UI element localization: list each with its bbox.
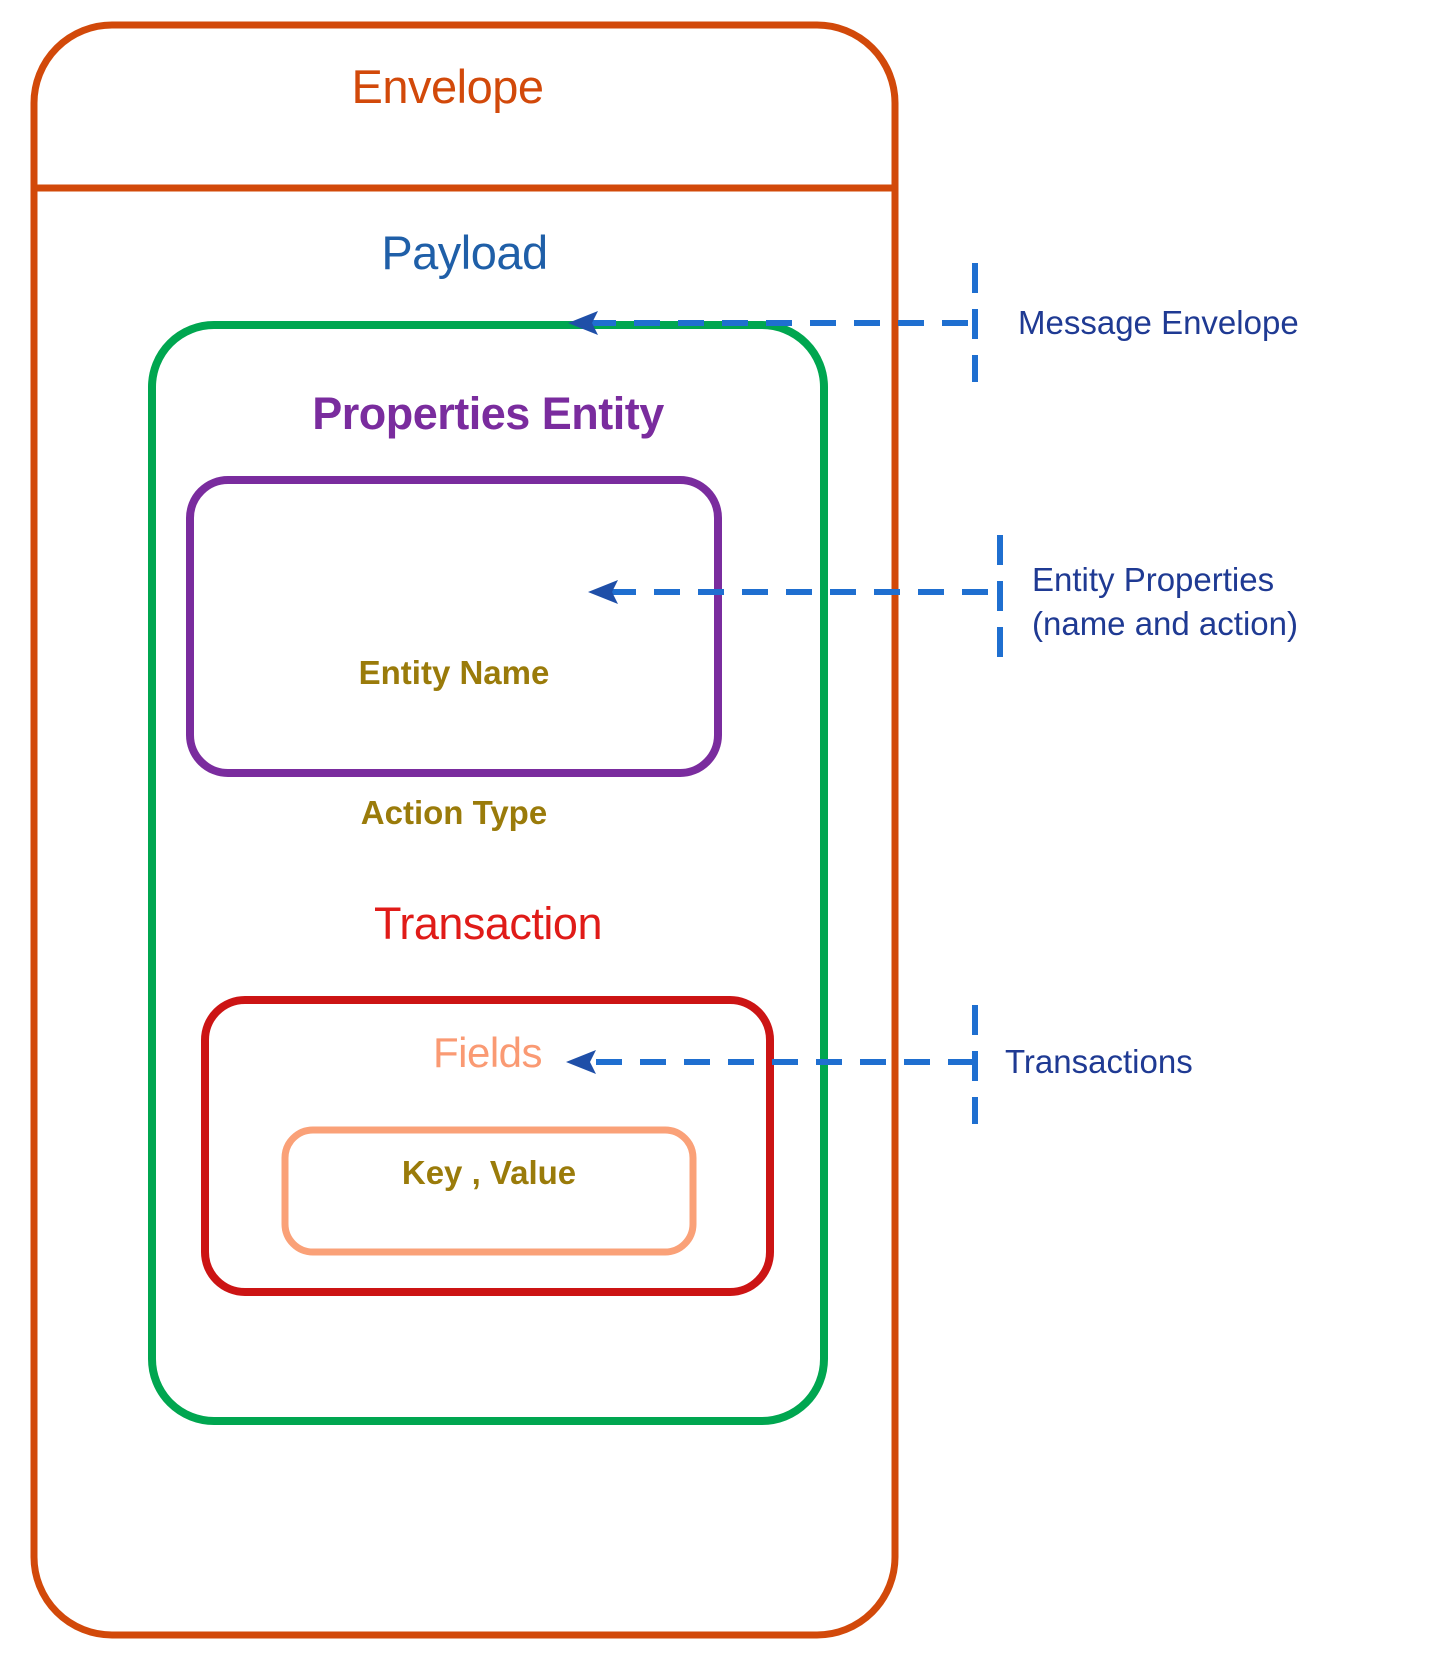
entity-name-line: Entity Name bbox=[358, 653, 550, 691]
callout-entity-properties: Entity Properties (name and action) bbox=[1032, 561, 1298, 642]
envelope-label: Envelope bbox=[351, 60, 545, 113]
payload-label: Payload bbox=[381, 226, 548, 279]
payload-box bbox=[148, 321, 828, 1425]
arrowhead-transactions bbox=[566, 1050, 596, 1074]
properties-entity-label: Properties Entity bbox=[312, 388, 664, 439]
transaction-label: Transaction bbox=[374, 898, 602, 949]
envelope-box bbox=[30, 21, 899, 1639]
entity-properties-text: Entity Name Action Type bbox=[190, 556, 718, 931]
arrowhead-entity-properties bbox=[588, 580, 618, 604]
key-value-label: Key , Value bbox=[401, 1154, 577, 1191]
transaction-box bbox=[201, 996, 774, 1296]
action-type-line: Action Type bbox=[360, 794, 548, 832]
fields-box bbox=[281, 1126, 697, 1256]
arrowhead-message-envelope bbox=[568, 311, 598, 335]
fields-label: Fields bbox=[432, 1029, 543, 1076]
callout-message-envelope: Message Envelope bbox=[1018, 304, 1299, 341]
callout-transactions: Transactions bbox=[1005, 1043, 1193, 1080]
properties-entity-box bbox=[186, 476, 722, 777]
